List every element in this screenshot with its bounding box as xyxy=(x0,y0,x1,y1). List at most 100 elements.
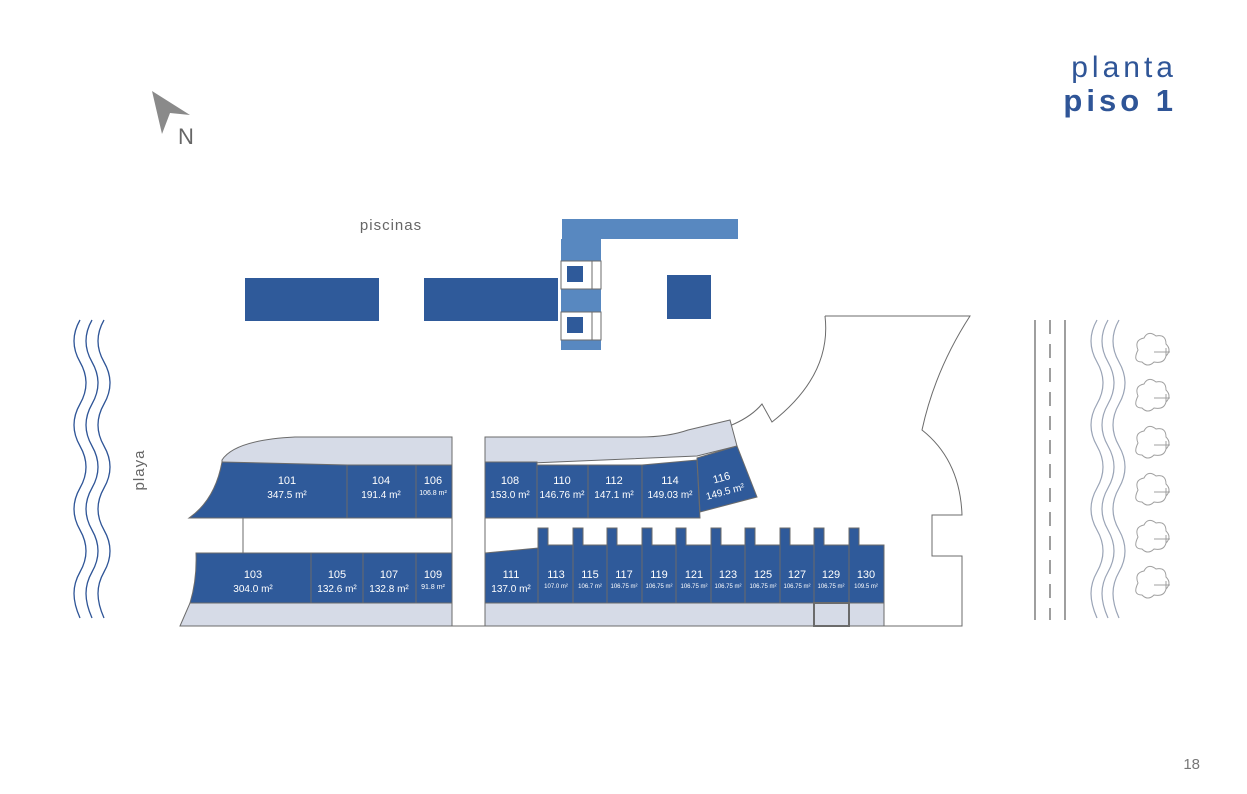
unit-area: 107.0 m² xyxy=(544,584,568,590)
unit-108[interactable]: 108 153.0 m² xyxy=(490,475,530,501)
unit-130-shape[interactable] xyxy=(848,527,885,604)
unit-area: 106.75 m² xyxy=(645,584,672,590)
tree-icon xyxy=(1135,425,1170,459)
unit-112[interactable]: 112 147.1 m² xyxy=(594,475,634,501)
tree-icon xyxy=(1135,378,1170,412)
unit-area: 191.4 m² xyxy=(361,490,401,501)
beach-label: playa xyxy=(131,450,148,491)
unit-area: 106.75 m² xyxy=(783,584,810,590)
unit-area: 109.5 m² xyxy=(854,584,878,590)
unit-area: 347.5 m² xyxy=(267,490,307,501)
unit-number: 123 xyxy=(719,569,737,581)
unit-number: 129 xyxy=(822,569,840,581)
unit-109[interactable]: 109 91.8 m² xyxy=(421,569,445,591)
terraces xyxy=(179,419,885,627)
unit-105-shape[interactable] xyxy=(310,552,364,604)
north-label: N xyxy=(178,124,194,149)
unit-number: 116 xyxy=(712,470,732,486)
unit-125-shape[interactable] xyxy=(744,527,781,604)
title-line-1: planta xyxy=(1071,51,1177,84)
unit-number: 109 xyxy=(424,569,442,581)
unit-number: 106 xyxy=(424,475,442,487)
pools-label: piscinas xyxy=(360,217,422,234)
unit-number: 112 xyxy=(605,475,623,487)
unit-number: 114 xyxy=(661,475,679,487)
unit-114-shape[interactable] xyxy=(641,459,701,519)
unit-107-shape[interactable] xyxy=(362,552,417,604)
unit-105[interactable]: 105 132.6 m² xyxy=(317,569,357,595)
unit-113-shape[interactable] xyxy=(537,527,574,604)
unit-114[interactable]: 114 149.03 m² xyxy=(647,475,693,501)
unit-127-shape[interactable] xyxy=(779,527,815,604)
tree-icon xyxy=(1135,472,1170,506)
unit-area: 147.1 m² xyxy=(594,490,634,501)
unit-119-shape[interactable] xyxy=(641,527,677,604)
pool-2 xyxy=(424,278,558,321)
unit-number: 119 xyxy=(650,569,668,581)
unit-104[interactable]: 104 191.4 m² xyxy=(361,475,401,501)
unit-area: 106.7 m² xyxy=(578,584,602,590)
unit-111[interactable]: 111 137.0 m² xyxy=(491,569,531,595)
unit-121-shape[interactable] xyxy=(675,527,712,604)
unit-103-shape[interactable] xyxy=(189,552,312,604)
pool-3 xyxy=(667,275,711,319)
unit-area: 106.75 m² xyxy=(680,584,707,590)
road xyxy=(1034,320,1066,620)
unit-area: 137.0 m² xyxy=(491,584,531,595)
unit-110-shape[interactable] xyxy=(536,464,589,519)
unit-101[interactable]: 101 347.5 m² xyxy=(267,475,307,501)
unit-129[interactable]: 129 106.75 m² xyxy=(817,569,844,590)
unit-number: 108 xyxy=(501,475,519,487)
unit-area: 106.75 m² xyxy=(817,584,844,590)
unit-127[interactable]: 127 106.75 m² xyxy=(783,569,810,590)
unit-area: 149.03 m² xyxy=(647,490,693,501)
units-layer xyxy=(187,445,885,627)
unit-number: 125 xyxy=(754,569,772,581)
tree-icon xyxy=(1135,519,1170,553)
tree-icon xyxy=(1135,565,1170,599)
unit-area: 132.6 m² xyxy=(317,584,357,595)
unit-117-shape[interactable] xyxy=(606,527,643,604)
unit-number: 127 xyxy=(788,569,806,581)
unit-113[interactable]: 113 107.0 m² xyxy=(544,569,568,590)
title-line-2: piso 1 xyxy=(1063,83,1177,118)
unit-129-shape[interactable] xyxy=(813,527,850,604)
pool-1 xyxy=(245,278,379,321)
unit-115-shape[interactable] xyxy=(572,527,608,604)
unit-number: 111 xyxy=(503,569,520,581)
unit-101-shape[interactable] xyxy=(187,461,348,519)
unit-130[interactable]: 130 109.5 m² xyxy=(854,569,878,590)
unit-109-shape[interactable] xyxy=(415,552,453,604)
page-number: 18 xyxy=(1183,756,1200,773)
pool-area xyxy=(245,219,738,350)
unit-number: 103 xyxy=(244,569,262,581)
unit-121[interactable]: 121 106.75 m² xyxy=(680,569,707,590)
unit-number: 113 xyxy=(547,569,565,581)
unit-123-shape[interactable] xyxy=(710,527,746,604)
unit-108-shape[interactable] xyxy=(484,461,538,519)
unit-112-shape[interactable] xyxy=(587,464,643,519)
unit-number: 105 xyxy=(328,569,346,581)
unit-number: 121 xyxy=(685,569,703,581)
unit-115[interactable]: 115 106.7 m² xyxy=(578,569,602,590)
unit-104-shape[interactable] xyxy=(346,464,417,519)
unit-area: 153.0 m² xyxy=(490,490,530,501)
unit-119[interactable]: 119 106.75 m² xyxy=(645,569,672,590)
unit-area: 91.8 m² xyxy=(421,584,445,591)
unit-number: 101 xyxy=(278,475,296,487)
unit-number: 115 xyxy=(581,569,599,581)
unit-116-shape[interactable] xyxy=(696,445,758,513)
unit-area: 106.75 m² xyxy=(610,584,637,590)
unit-number: 104 xyxy=(372,475,390,487)
unit-number: 130 xyxy=(857,569,875,581)
unit-106-shape[interactable] xyxy=(415,464,453,519)
